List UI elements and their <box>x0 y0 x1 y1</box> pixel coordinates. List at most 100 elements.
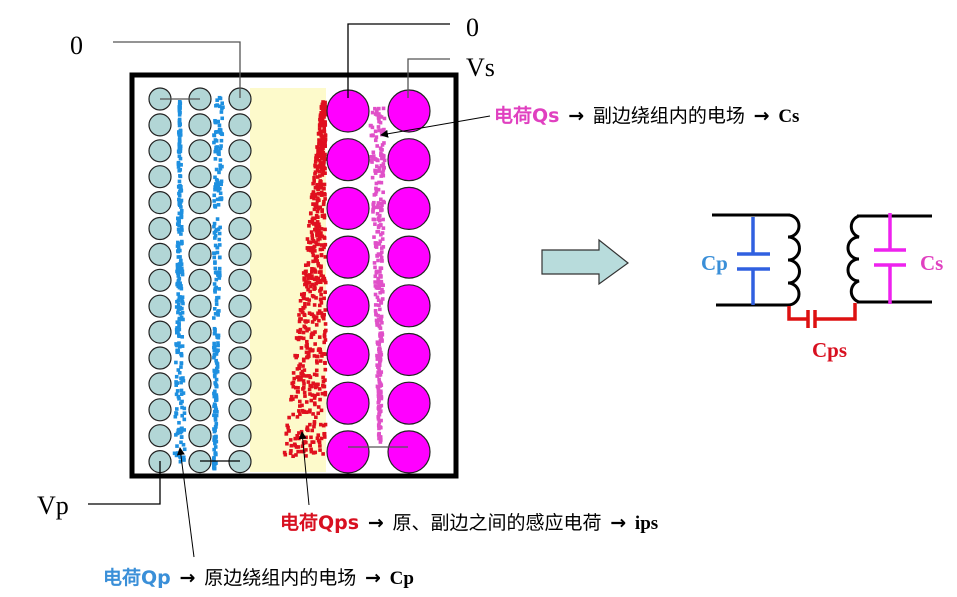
qs-charge-dot <box>375 363 379 367</box>
qs-charge-dot <box>377 420 382 425</box>
qp-charge-dot <box>175 269 179 274</box>
qs-charge-dot <box>374 269 379 274</box>
qp-charge-dot <box>178 110 182 115</box>
qp-charge-dot <box>214 370 218 375</box>
qp-charge-dot <box>212 326 217 331</box>
qps-charge-dot <box>322 431 327 436</box>
qps-charge-dot <box>287 415 291 420</box>
qps-charge-dot <box>319 243 324 247</box>
qs-charge-dot <box>375 108 379 112</box>
cps-capacitor-icon <box>787 303 857 328</box>
qs-charge-dot <box>371 154 376 158</box>
qps-charge-dot <box>315 220 320 224</box>
qs-charge-dot <box>377 377 381 382</box>
qps-charge-dot <box>313 256 318 261</box>
qps-charge-dot <box>308 443 313 448</box>
qp-charge-dot <box>177 285 182 290</box>
qps-charge-dot <box>312 424 316 429</box>
qs-charge-dot <box>380 143 385 147</box>
qs-charge-dot <box>377 166 381 170</box>
qps-charge-dot <box>310 236 315 241</box>
qps-charge-dot <box>310 393 315 397</box>
qp-charge-dot <box>214 298 219 303</box>
qp-charge-dot <box>177 118 182 123</box>
qp-charge-dot <box>217 149 221 153</box>
qps-charge-dot <box>320 314 325 319</box>
qp-charge-dot <box>180 272 185 277</box>
qps-charge-dot <box>323 123 328 127</box>
qps-charge-dot <box>308 347 312 351</box>
qps-charge-dot <box>296 449 300 454</box>
qps-charge-dot <box>322 213 327 218</box>
qps-charge-dot <box>313 170 318 174</box>
qp-charge-dot <box>217 152 221 157</box>
qps-charge-dot <box>312 267 316 271</box>
qp-charge-dot <box>216 119 220 124</box>
qps-charge-dot <box>318 179 323 183</box>
primary-turn <box>228 165 252 189</box>
qps-charge-dot <box>302 313 307 318</box>
qps-charge-dot <box>299 336 304 340</box>
qp-charge-dot <box>213 288 217 293</box>
secondary-top-terminal-label: 0 <box>466 13 479 42</box>
qps-charge-dot <box>318 142 322 146</box>
qps-charge-dot <box>316 405 321 409</box>
secondary-turn <box>387 284 431 328</box>
qps-charge-dot <box>291 380 296 385</box>
primary-inductor-icon <box>787 213 801 307</box>
qs-charge-dot <box>372 193 377 197</box>
qps-description: 原、副边之间的感应电荷 <box>392 512 601 534</box>
qps-charge-dot <box>305 346 310 350</box>
qp-charge-dot <box>176 255 181 259</box>
qps-charge-dot <box>305 343 309 347</box>
qp-charge-dot <box>182 411 187 415</box>
qp-charge-dot <box>182 428 187 432</box>
primary-turn <box>188 191 212 215</box>
qps-charge-dot <box>319 186 323 190</box>
qs-charge-dot <box>376 158 380 163</box>
qps-charge-dot <box>304 273 309 278</box>
qp-charge-dot <box>213 312 218 316</box>
qps-charge-dot <box>317 335 322 339</box>
qp-charge-dot <box>174 392 179 397</box>
qp-charge-dot <box>212 413 216 418</box>
qps-charge-dot <box>314 415 318 420</box>
qp-charge-dot <box>177 105 182 109</box>
qps-charge-dot <box>316 185 321 189</box>
qps-charge-dot <box>323 422 328 427</box>
qps-charge-dot <box>319 278 323 283</box>
primary-turn <box>228 294 252 318</box>
qps-charge-dot <box>312 193 317 198</box>
qs-charge-dot <box>378 290 382 295</box>
secondary-turn <box>387 89 431 133</box>
qs-charge-dot <box>379 153 383 158</box>
qp-charge-dot <box>175 266 180 271</box>
qps-charge-dot <box>293 436 298 441</box>
qp-charge-dot <box>174 411 178 415</box>
qps-charge-dot <box>318 114 323 119</box>
qs-arrow-2: → <box>754 105 770 127</box>
qps-charge-dot <box>306 263 311 267</box>
qps-charge-dot <box>319 231 323 235</box>
qp-charge-dot <box>212 409 217 414</box>
qps-charge-dot <box>299 317 303 321</box>
qs-charge-dot <box>379 115 384 119</box>
qp-charge-dot <box>179 258 183 263</box>
qs-charge-dot <box>378 239 383 244</box>
qs-charge-dot <box>373 265 377 270</box>
qp-charge-dot <box>219 110 224 114</box>
qs-charge-dot <box>371 208 375 212</box>
qps-charge-dot <box>320 173 325 177</box>
qp-charge-dot <box>216 184 220 189</box>
qps-charge-dot <box>308 246 313 250</box>
qps-charge-dot <box>319 190 324 195</box>
qs-charge-dot <box>375 253 379 258</box>
qs-charge-dot <box>382 116 387 121</box>
secondary-turn <box>326 332 370 377</box>
qs-charge-dot <box>379 350 383 355</box>
qp-charge-dot <box>178 281 182 286</box>
qs-charge-dot <box>377 369 381 373</box>
qp-charge-dot <box>215 145 220 149</box>
qp-charge-dot <box>212 316 216 320</box>
